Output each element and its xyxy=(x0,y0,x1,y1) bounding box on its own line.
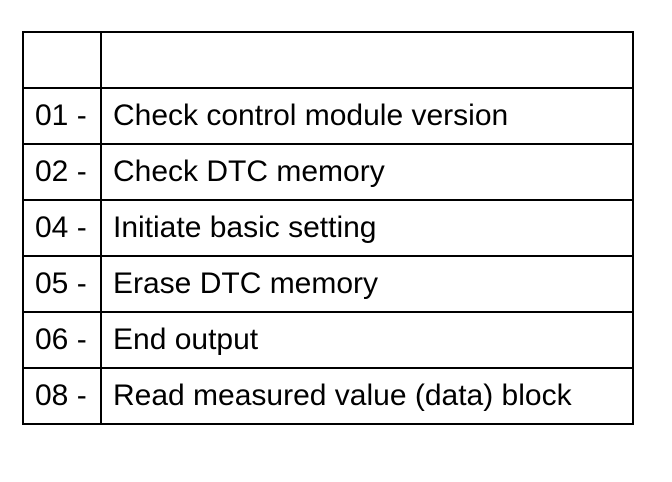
header-cell-function xyxy=(100,31,634,89)
code-cell: 06 - xyxy=(22,311,102,369)
table-row: 06 - End output xyxy=(22,311,634,369)
table-row: 01 - Check control module version xyxy=(22,87,634,145)
table-row: 08 - Read measured value (data) block xyxy=(22,367,634,425)
code-cell: 08 - xyxy=(22,367,102,425)
code-cell: 01 - xyxy=(22,87,102,145)
table-row: 05 - Erase DTC memory xyxy=(22,255,634,313)
function-cell: End output xyxy=(100,311,634,369)
code-cell: 04 - xyxy=(22,199,102,257)
code-cell: 05 - xyxy=(22,255,102,313)
table-row: 02 - Check DTC memory xyxy=(22,143,634,201)
header-cell-code xyxy=(22,31,102,89)
function-cell: Check DTC memory xyxy=(100,143,634,201)
function-cell: Check control module version xyxy=(100,87,634,145)
table-row: 04 - Initiate basic setting xyxy=(22,199,634,257)
function-cell: Erase DTC memory xyxy=(100,255,634,313)
function-cell: Initiate basic setting xyxy=(100,199,634,257)
function-table-container: 01 - Check control module version 02 - C… xyxy=(22,31,634,425)
table-header-row xyxy=(22,31,634,89)
code-cell: 02 - xyxy=(22,143,102,201)
function-table: 01 - Check control module version 02 - C… xyxy=(22,31,634,425)
function-cell: Read measured value (data) block xyxy=(100,367,634,425)
